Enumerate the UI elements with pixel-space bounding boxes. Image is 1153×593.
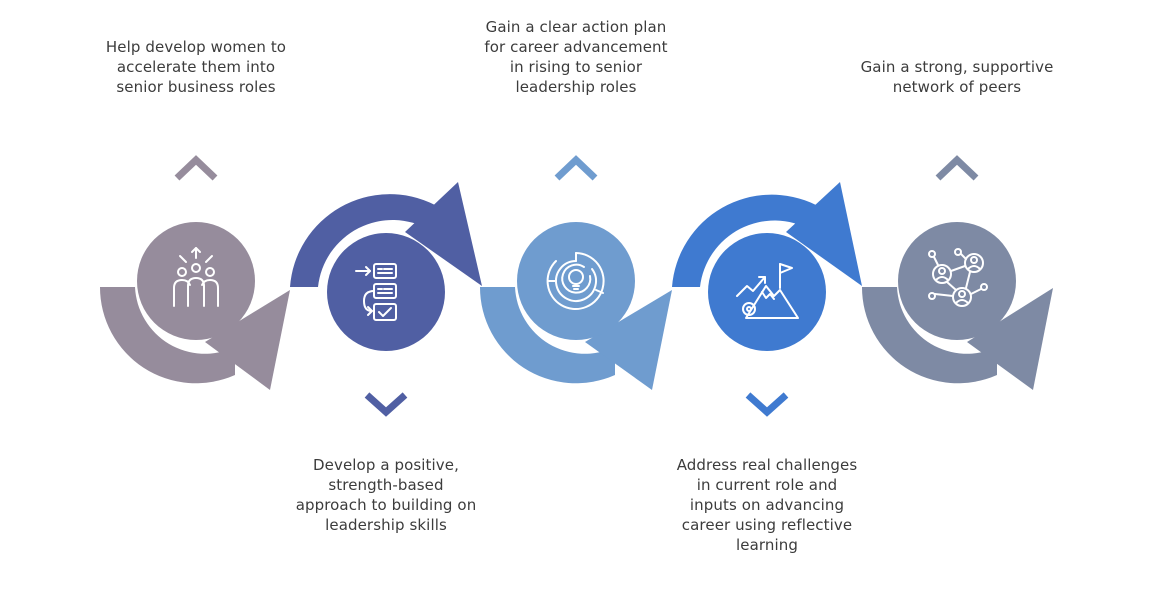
step-1-caption: Help develop women to accelerate them in… [105,38,287,96]
step-2-arc-arrow [290,182,482,287]
step-5-circle [898,222,1016,340]
chevron-up-icon [174,155,218,181]
chevron-down-icon [745,392,789,417]
step-3-arc-arrow [479,287,672,390]
step-4-circle [708,233,826,351]
team-people-icon [173,247,219,307]
step-5-arc-arrow [861,287,1053,390]
chevron-up-icon [935,155,979,181]
step-1-circle [137,222,255,340]
step-4-caption: Address real challenges in current role … [676,456,858,554]
mountain-growth-flag-icon [736,263,799,319]
maze-lightbulb-icon [546,252,605,310]
step-1-arc-arrow [99,287,290,390]
process-checklist-icon [355,263,397,321]
step-3-circle [517,222,635,340]
network-people-icon [928,248,988,307]
step-5-caption: Gain a strong, supportive network of pee… [860,58,1054,96]
step-2-caption: Develop a positive, strength-based appro… [295,456,477,534]
chevron-down-icon [364,392,408,417]
step-4-arc-arrow [672,182,862,287]
chevron-up-icon [554,155,598,181]
step-3-caption: Gain a clear action plan for career adva… [484,18,668,96]
